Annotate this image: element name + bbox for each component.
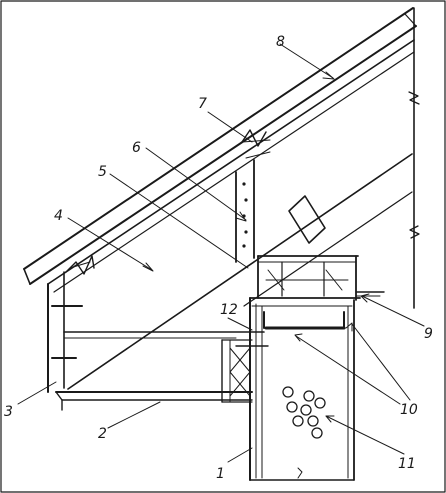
label-1: 1 — [216, 466, 225, 482]
beam-top-block — [257, 255, 385, 301]
label-12: 12 — [220, 302, 238, 318]
label-2: 2 — [98, 426, 107, 442]
label-11: 11 — [398, 456, 416, 472]
ridge-truss-node — [241, 129, 271, 159]
label-5: 5 — [98, 164, 107, 180]
label-6: 6 — [132, 140, 141, 156]
support-truss-node — [221, 339, 253, 403]
leader-arrowheads — [142, 71, 370, 423]
vertical-web-post — [235, 159, 255, 263]
label-4: 4 — [54, 208, 63, 224]
label-8: 8 — [276, 34, 285, 50]
right-edge — [408, 7, 420, 309]
rebar-circles — [282, 386, 326, 439]
roof-covering — [23, 7, 417, 285]
bottom-ceiling-beam — [55, 391, 253, 411]
horizontal-ties — [63, 331, 269, 347]
leader-lines — [17, 43, 425, 463]
label-7: 7 — [198, 96, 207, 112]
lower-sloped-chord — [67, 153, 413, 390]
vent-opening — [288, 195, 326, 244]
label-10: 10 — [400, 402, 418, 418]
bearing-plates — [263, 311, 346, 330]
left-wall-post — [47, 271, 83, 393]
part-labels: 8 7 6 5 4 12 9 3 2 10 11 1 — [4, 34, 433, 482]
label-9: 9 — [424, 326, 433, 342]
eave-truss-node — [65, 255, 95, 275]
label-3: 3 — [4, 404, 13, 420]
